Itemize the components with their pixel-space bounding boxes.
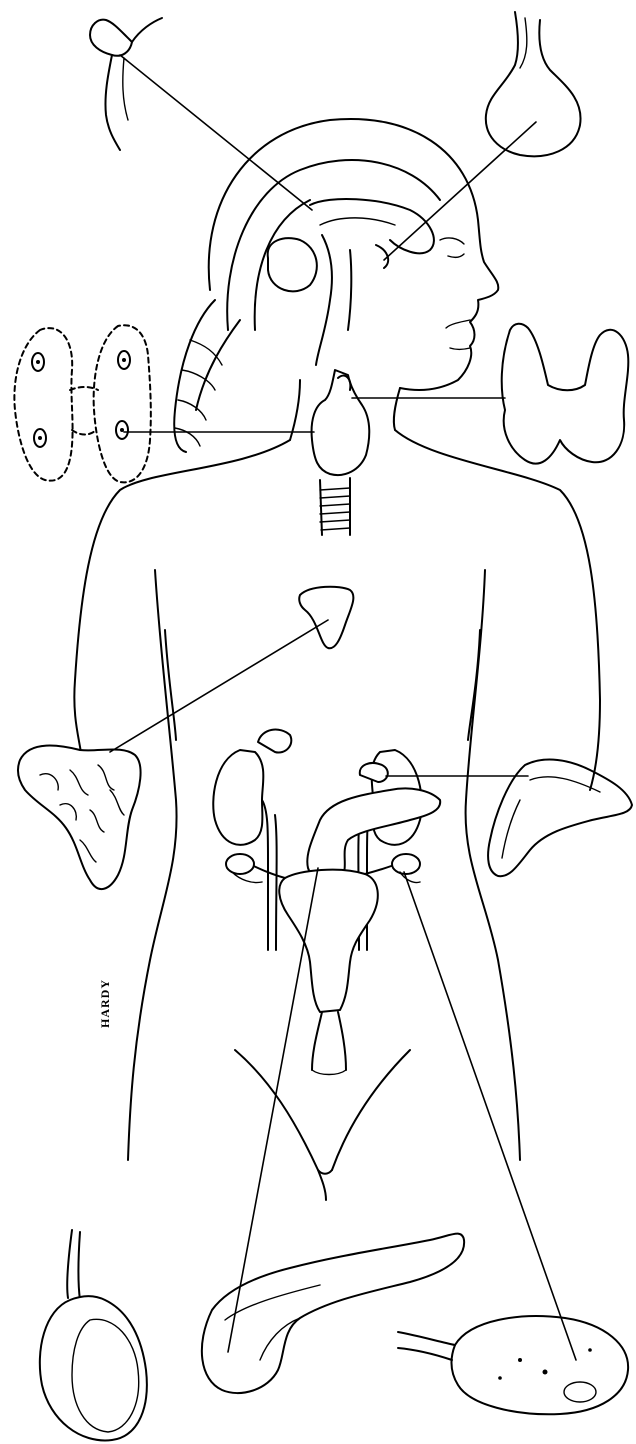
body-outline — [74, 119, 600, 1200]
thymus-in-body — [299, 587, 353, 649]
face — [440, 238, 470, 350]
pineal-gland-icon — [90, 18, 162, 150]
pituitary-gland-icon — [486, 12, 581, 156]
thyroid-gland-icon — [502, 324, 629, 464]
ovary-leader-line — [404, 872, 576, 1360]
parathyroid-glands-icon — [14, 325, 150, 482]
thymus-gland-icon — [18, 746, 141, 890]
pancreas-icon — [202, 1234, 464, 1393]
thymus-leader-line — [110, 620, 328, 752]
testis-icon — [40, 1230, 147, 1440]
adrenal-gland-icon — [488, 760, 632, 877]
trachea-and-larynx — [312, 370, 370, 535]
artist-signature: HARDY — [98, 979, 113, 1028]
ovary-icon — [398, 1316, 628, 1414]
pineal-leader-line — [120, 55, 312, 210]
pituitary-leader-line — [384, 122, 536, 260]
uterus — [226, 854, 420, 1075]
brain — [268, 199, 434, 365]
